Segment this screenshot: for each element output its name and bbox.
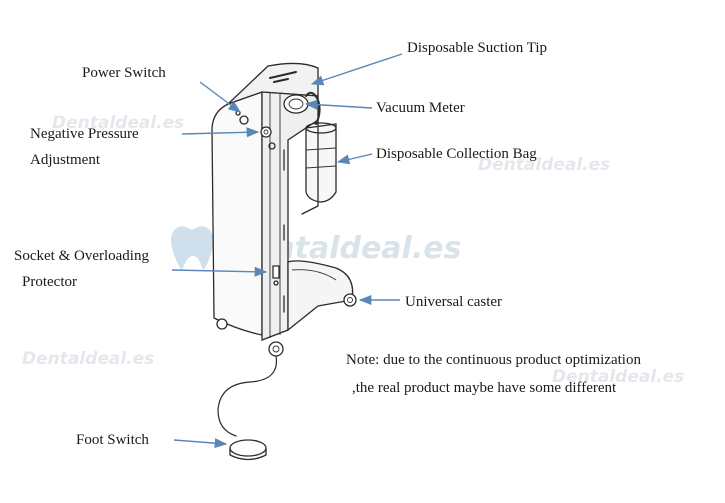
label-collection-bag: Disposable Collection Bag [376,146,537,162]
label-socket-2: Protector [22,274,77,290]
note-line-1: Note: due to the continuous product opti… [346,352,641,368]
arrow-vacuum-meter [304,99,373,110]
label-negative-pressure-2: Adjustment [30,152,101,168]
arrow-power-switch [199,81,242,113]
arrow-collection-bag [336,153,373,165]
caster-left [216,318,228,330]
caster-right [343,293,357,307]
tooth-logo-icon [170,226,214,270]
label-vacuum-meter: Vacuum Meter [376,100,465,116]
label-universal-caster: Universal caster [405,294,502,310]
label-socket-1: Socket & Overloading [14,248,149,264]
watermark-1: Dentaldeal.es [52,113,184,133]
label-foot-switch: Foot Switch [76,432,149,448]
arrow-socket [171,266,268,277]
caster-front [268,341,284,357]
arrow-foot-switch [173,438,228,449]
foot-switch-pedal [229,439,267,461]
note-line-2: ,the real product maybe have some differ… [352,380,617,396]
arrow-suction-tip [310,53,403,86]
arrow-negative-pressure [181,127,260,138]
watermark-2: Dentaldeal.es [478,155,610,175]
label-suction-tip: Disposable Suction Tip [407,40,547,56]
suction-unit-drawing [211,62,357,461]
label-negative-pressure-1: Negative Pressure [30,126,139,142]
watermark-4: Dentaldeal.es [552,367,684,387]
watermark-3: Dentaldeal.es [22,349,154,369]
label-power-switch: Power Switch [82,65,166,81]
